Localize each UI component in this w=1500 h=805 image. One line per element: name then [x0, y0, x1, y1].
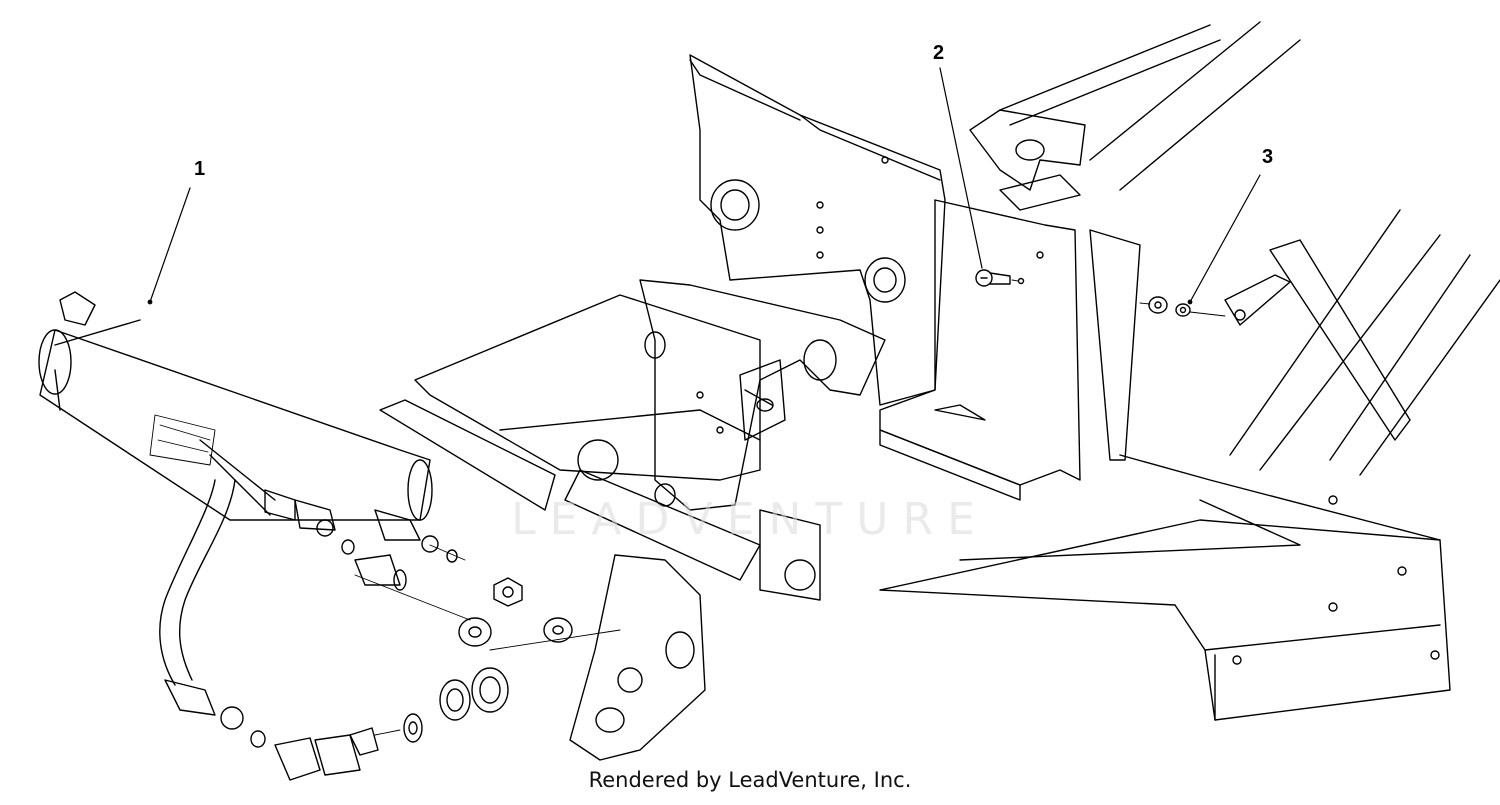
frame-rails: [1000, 22, 1500, 475]
loose-hardware: [251, 540, 572, 747]
lower-bracket: [380, 295, 820, 600]
callout-2-label: 2: [933, 42, 945, 64]
screw: [976, 270, 1024, 286]
hydraulic-cylinder: [39, 292, 432, 520]
callout-3-label: 3: [1262, 146, 1274, 168]
center-hanger-bracket: [640, 280, 885, 510]
rendered-by-credit: Rendered by LeadVenture, Inc.: [588, 768, 912, 792]
lower-strut: [570, 555, 705, 760]
deck-plate: [880, 455, 1450, 720]
shield-plate: [880, 200, 1140, 500]
callout-1-label: 1: [194, 158, 206, 180]
hose-fittings: [165, 490, 438, 780]
washer-set: [1149, 297, 1190, 316]
top-bracket: [970, 110, 1085, 210]
leader-lines: [148, 68, 1260, 304]
frame-upper-plate: [690, 55, 945, 405]
assembly-lines: [355, 280, 1225, 735]
hydraulic-hose: [160, 440, 275, 685]
